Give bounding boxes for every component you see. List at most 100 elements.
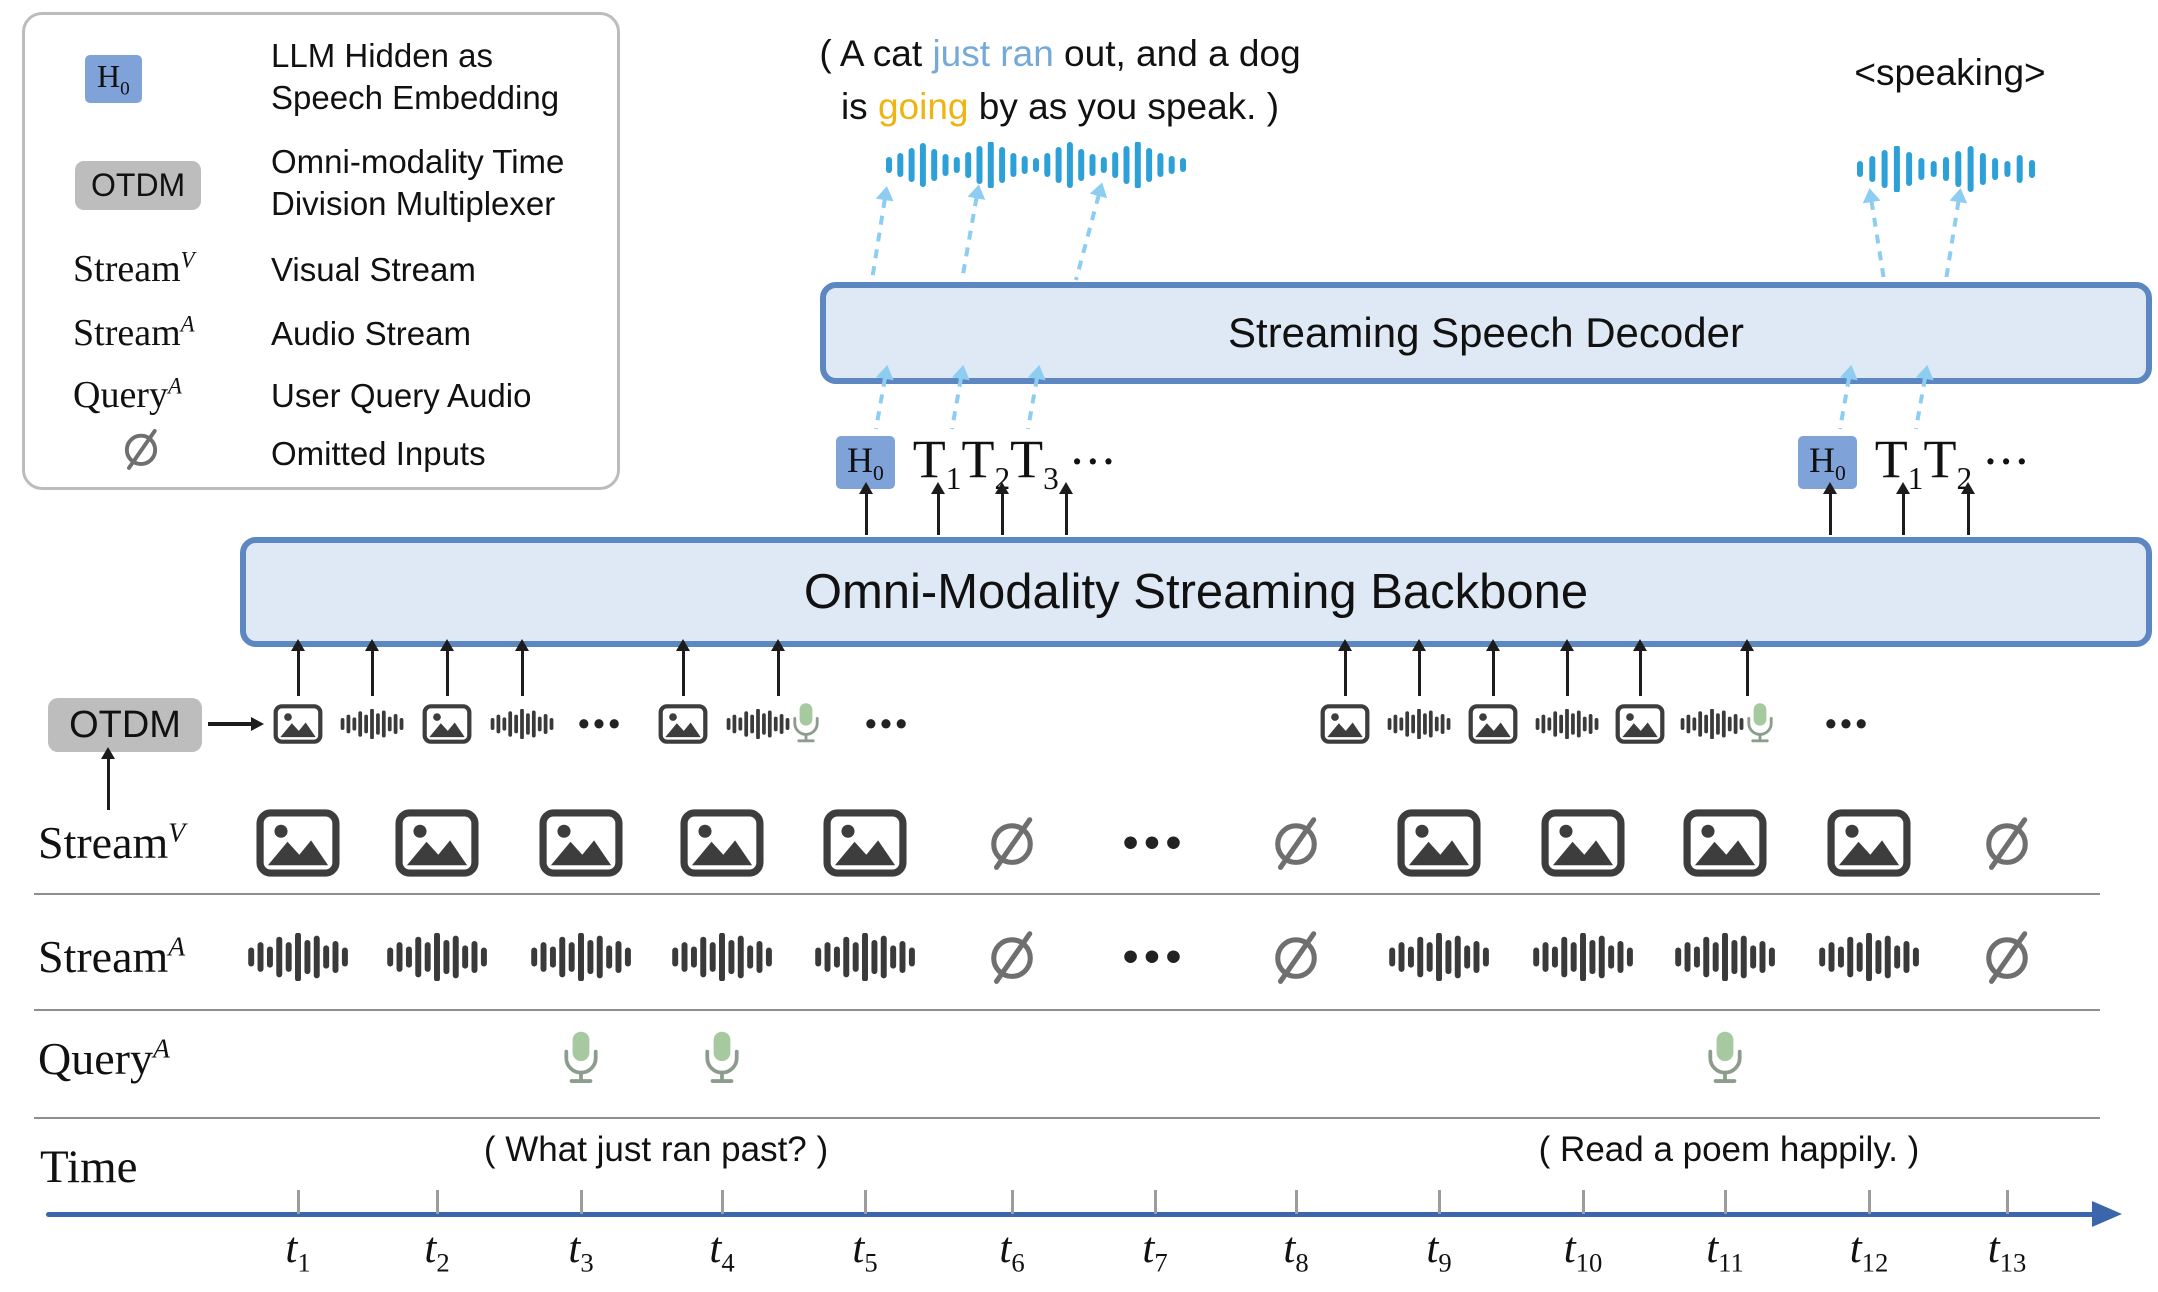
legend-stream-v-desc: Visual Stream (271, 251, 476, 288)
tick-label-t5: t5 (852, 1225, 878, 1278)
stream-v-t11-image-icon (1681, 809, 1769, 877)
up-arrow (1412, 639, 1426, 696)
up-arrow (859, 482, 873, 535)
tick-label-t8: t8 (1283, 1225, 1309, 1278)
mux-left-1-image-icon (273, 704, 323, 744)
timeline-axis (46, 1212, 2096, 1217)
stream-v-t12-image-icon (1825, 809, 1913, 877)
token-ellipsis: ··· (1984, 441, 2032, 484)
speech-waveform-right (1857, 146, 2035, 192)
query-a-row-label: QueryA (38, 1032, 170, 1084)
stream-v-t8-empty-icon (1265, 812, 1327, 874)
up-arrow (931, 482, 945, 535)
stream-a-row-label: StreamA (38, 930, 186, 982)
up-arrow (995, 482, 1009, 535)
mux-right-8-ellipsis: ••• (1825, 705, 1871, 742)
up-arrow (771, 639, 785, 696)
separator-line (34, 1117, 2100, 1119)
stream-v-t10-image-icon (1539, 809, 1627, 877)
timeline-arrowhead (2092, 1201, 2122, 1227)
backbone-title: Omni-Modality Streaming Backbone (803, 565, 1589, 619)
mux-left-6-image-icon (658, 704, 708, 744)
legend-stream-v-symbol: StreamV (73, 247, 195, 290)
timeline-tick-t8 (1295, 1190, 1298, 1214)
mux-left-7-audio-wave-icon (725, 709, 791, 739)
stream-v-t4-image-icon (678, 809, 766, 877)
tick-label-t11: t11 (1706, 1225, 1744, 1278)
dashed-arrow (870, 198, 887, 281)
query-a-t4-mic-icon (701, 1029, 743, 1089)
dashed-arrow (1914, 377, 1927, 430)
legend-otdm-desc-line1: Omni-modality Time (271, 143, 565, 180)
speech-waveform-left (886, 142, 1186, 188)
stream-a-t9-audio-wave-icon (1387, 933, 1491, 981)
up-arrow (676, 639, 690, 696)
timeline-tick-t9 (1438, 1190, 1441, 1214)
t2-token: T2 (1923, 429, 1973, 496)
legend-empty-icon (117, 425, 165, 473)
up-arrow (1560, 639, 1574, 696)
mux-right-2-audio-wave-icon (1386, 709, 1452, 739)
legend-otdm-desc-line2: Division Multiplexer (271, 185, 556, 222)
stream-a-t13-empty-icon (1976, 926, 2038, 988)
otdm-chip: OTDM (48, 698, 202, 752)
stream-a-t5-audio-wave-icon (813, 933, 917, 981)
t1-token: T1 (1874, 429, 1924, 496)
stream-v-row-label: StreamV (38, 816, 186, 868)
legend-query-a-desc: User Query Audio (271, 377, 532, 414)
dashed-arrow (1074, 194, 1101, 281)
highlight-going: going (877, 85, 969, 127)
stream-a-t8-empty-icon (1265, 926, 1327, 988)
tick-label-t6: t6 (999, 1225, 1025, 1278)
up-arrow (1823, 482, 1837, 535)
stream-a-t6-empty-icon (981, 926, 1043, 988)
mux-left-9-ellipsis: ••• (865, 705, 911, 742)
tick-label-t13: t13 (1987, 1225, 2027, 1278)
up-arrow (291, 639, 305, 696)
mux-right-7-mic-icon (1744, 701, 1776, 747)
speech-output-text: ( A cat just ran out, and a dog is going… (819, 33, 1301, 127)
stream-a-t3-audio-wave-icon (529, 933, 633, 981)
up-arrow (1486, 639, 1500, 696)
legend-empty-desc: Omitted Inputs (271, 435, 486, 472)
mux-right-6-audio-wave-icon (1679, 709, 1745, 739)
timeline-tick-t6 (1011, 1190, 1014, 1214)
mux-left-5-ellipsis: ••• (578, 705, 624, 742)
timeline-tick-t13 (2006, 1190, 2009, 1214)
tick-label-t7: t7 (1142, 1225, 1168, 1278)
h0-token: H0 (1798, 435, 1857, 489)
timeline-tick-t4 (721, 1190, 724, 1214)
tokens-right: H0 T1 T2 ··· (1798, 428, 2031, 497)
legend-stream-a-desc: Audio Stream (271, 315, 471, 352)
up-arrow (1338, 639, 1352, 696)
stream-a-t2-audio-wave-icon (385, 933, 489, 981)
backbone-box: Omni-Modality Streaming Backbone (240, 537, 2152, 647)
timeline-tick-t7 (1154, 1190, 1157, 1214)
mux-right-4-audio-wave-icon (1534, 709, 1600, 739)
stream-v-t3-image-icon (537, 809, 625, 877)
dashed-arrow (874, 377, 887, 430)
up-arrow (1961, 482, 1975, 535)
tick-label-t2: t2 (424, 1225, 450, 1278)
tick-label-t1: t1 (285, 1225, 311, 1278)
timeline-tick-t12 (1868, 1190, 1871, 1214)
legend-h0-desc-line2: Speech Embedding (271, 79, 560, 116)
t3-token: T3 (1010, 429, 1059, 496)
mux-right-3-image-icon (1468, 704, 1518, 744)
stream-a-t12-audio-wave-icon (1817, 933, 1921, 981)
query-a-t11-mic-icon (1704, 1029, 1746, 1089)
stream-v-t5-image-icon (821, 809, 909, 877)
stream-a-t11-audio-wave-icon (1673, 933, 1777, 981)
t2-token: T2 (961, 429, 1011, 496)
stream-v-t1-image-icon (254, 809, 342, 877)
up-arrow (101, 747, 115, 810)
timeline-tick-t10 (1582, 1190, 1585, 1214)
time-row-label: Time (40, 1141, 138, 1193)
up-arrow (1633, 639, 1647, 696)
token-ellipsis: ··· (1070, 441, 1118, 484)
mux-left-8-mic-icon (790, 701, 822, 747)
query1-text: ( What just ran past? ) (483, 1130, 829, 1169)
tick-label-t4: t4 (709, 1225, 735, 1278)
t1-token: T1 (912, 429, 962, 496)
legend-query-a-symbol: QueryA (73, 373, 182, 416)
